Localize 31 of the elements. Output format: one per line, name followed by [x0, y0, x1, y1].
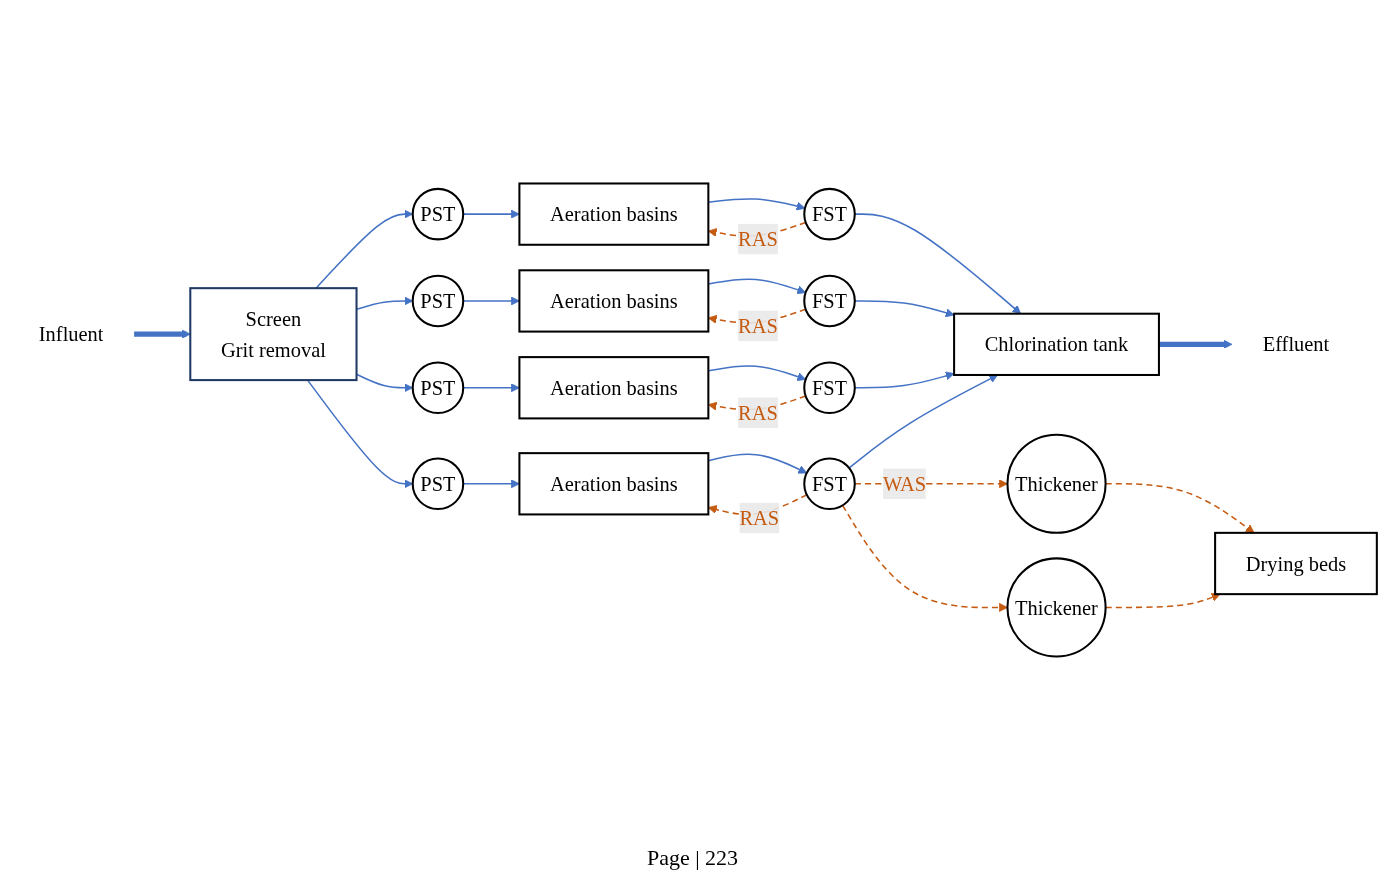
node-circle: FST — [803, 361, 856, 415]
node-box: Chlorination tank — [953, 312, 1160, 376]
node-circle: PST — [411, 274, 465, 328]
node-box: Drying beds — [1214, 531, 1378, 596]
arrow — [848, 374, 999, 469]
edge-label: RAS — [738, 314, 778, 338]
node-circle: PST — [411, 457, 465, 511]
node-circle: FST — [803, 187, 856, 241]
arrow — [1158, 339, 1233, 349]
node-text: Influent — [38, 322, 104, 346]
edge-label: RAS — [738, 401, 778, 424]
node-circle: FST — [803, 274, 856, 328]
node-circle: FST — [803, 457, 856, 511]
edge-label: RAS — [739, 506, 780, 530]
node-circle: Thickener — [1006, 557, 1107, 658]
arrow — [841, 504, 1008, 612]
node-circle: PST — [411, 187, 465, 241]
node-box: Screen Grit removal — [189, 287, 358, 382]
page-number: Page | 223 — [646, 845, 739, 870]
arrow — [854, 371, 955, 389]
node-circle: Thickener — [1006, 433, 1107, 534]
arrow — [854, 300, 955, 318]
node-circle: PST — [411, 361, 465, 415]
node-box: Aeration basins — [518, 269, 710, 333]
node-text: Effluent — [1262, 333, 1330, 356]
edge-label: WAS — [882, 472, 927, 496]
node-box: Aeration basins — [518, 452, 710, 516]
node-box: Aeration basins — [518, 356, 710, 420]
node-box: Aeration basins — [518, 182, 710, 246]
edge-label: RAS — [738, 227, 778, 251]
arrow — [134, 329, 191, 339]
